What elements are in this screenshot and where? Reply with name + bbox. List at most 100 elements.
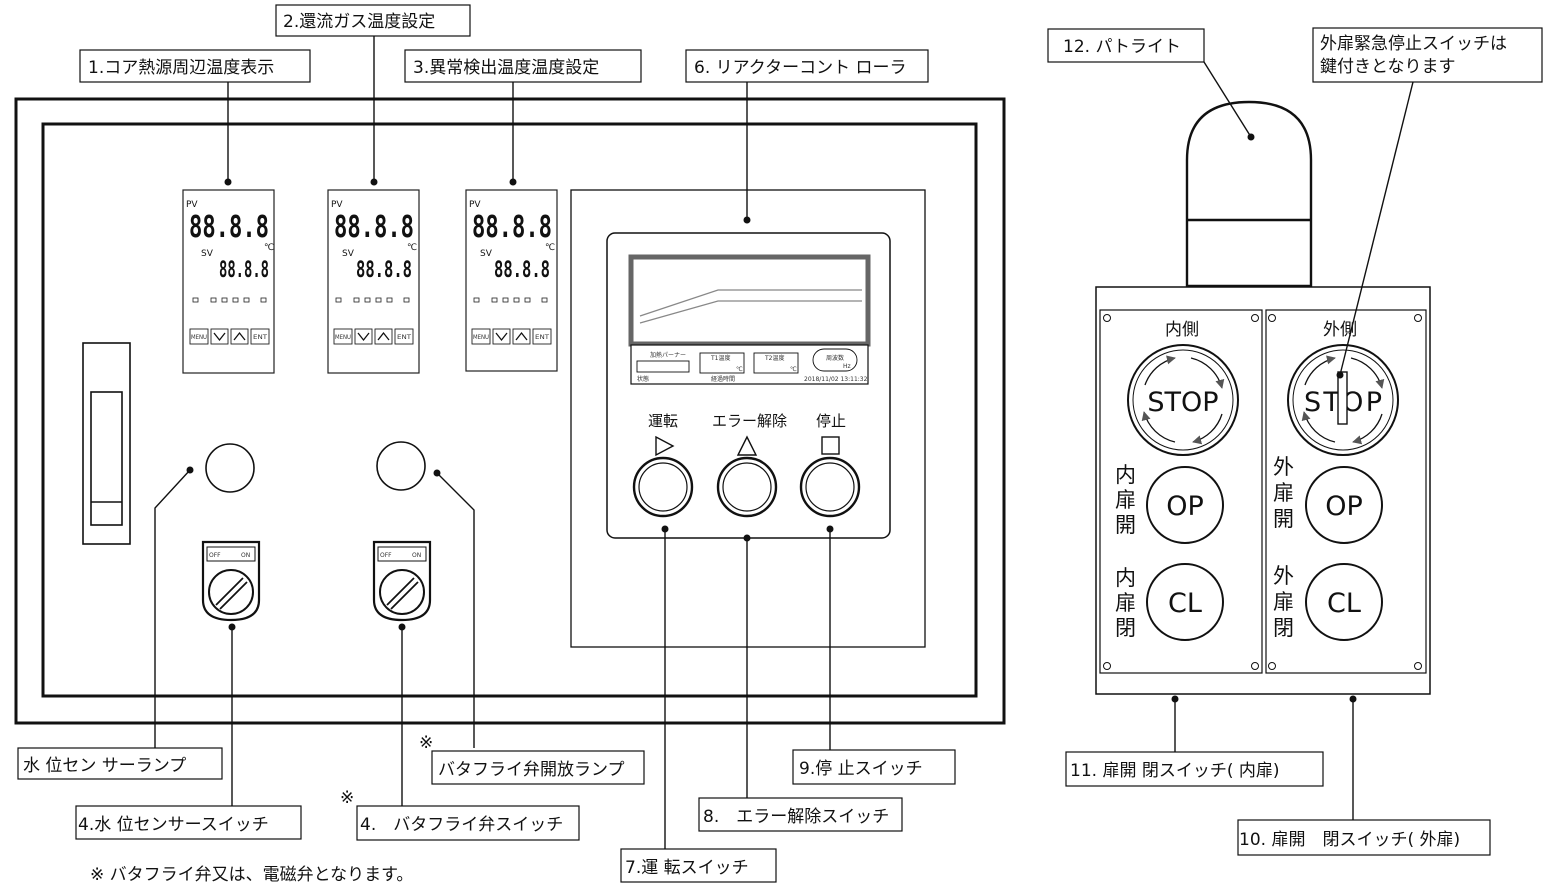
svg-text:閉: 閉 — [1273, 616, 1294, 640]
svg-text:内: 内 — [1115, 463, 1136, 487]
svg-text:バタフライ弁開放ランプ: バタフライ弁開放ランプ — [438, 760, 625, 780]
pv-label: PV — [331, 200, 343, 210]
indicator-leds — [335, 297, 410, 303]
svg-text:水 位セン サーランプ: 水 位セン サーランプ — [23, 756, 186, 776]
inner-open-label: 内 扉 開 — [1115, 463, 1136, 537]
unit-label: ℃ — [545, 243, 555, 253]
stop-button[interactable] — [799, 456, 861, 518]
ent-key-label: ENT — [253, 334, 267, 341]
reactor-screen — [628, 254, 871, 347]
callout-9: 9.停 止スイッチ — [792, 749, 956, 785]
elapsed-label: 経過時間 — [711, 375, 735, 383]
sv-display: 88.8.8 — [356, 258, 412, 283]
menu-key[interactable] — [471, 328, 491, 345]
sv-display: 88.8.8 — [219, 258, 269, 283]
key-slot-icon — [1337, 371, 1348, 425]
t1-field — [699, 352, 745, 374]
svg-text:7.運 転スイッチ: 7.運 転スイッチ — [625, 858, 749, 878]
op-text: OP — [1325, 491, 1363, 522]
svg-text:開: 開 — [1115, 513, 1136, 537]
play-icon — [655, 435, 675, 457]
callout-water-switch: 4.水 位センサースイッチ — [75, 805, 302, 840]
svg-text:内: 内 — [1115, 566, 1136, 590]
inner-close-label: 内 扉 閉 — [1115, 566, 1136, 640]
svg-text:外: 外 — [1273, 455, 1294, 479]
stop-label: 停止 — [816, 412, 846, 430]
heater-label: 加熱パーナー — [650, 351, 686, 359]
callout-11: 11. 扉開 閉スイッチ( 内扉) — [1065, 751, 1324, 787]
chevron-up-icon — [515, 331, 528, 341]
up-key[interactable] — [512, 328, 531, 345]
butterfly-valve-switch[interactable]: OFF ON — [372, 540, 432, 622]
cabinet-outer-frame — [14, 97, 1006, 725]
ent-key-label: ENT — [535, 334, 549, 341]
pv-display: 88.8.8 — [189, 210, 269, 245]
temp-controller-3: PV 88.8.8 ℃ SV 88.8.8 MENU ENT — [465, 189, 558, 372]
inner-emergency-stop-button[interactable]: STOP — [1127, 344, 1239, 456]
water-level-gauge — [82, 342, 131, 545]
ent-key[interactable] — [250, 328, 270, 345]
svg-text:閉: 閉 — [1115, 616, 1136, 640]
t1-unit: ℃ — [736, 366, 743, 373]
menu-key[interactable] — [333, 328, 353, 345]
sv-display: 88.8.8 — [494, 258, 550, 283]
inner-open-button[interactable]: OP — [1146, 466, 1224, 544]
pv-display: 88.8.8 — [334, 210, 414, 245]
water-sensor-lamp — [205, 443, 255, 493]
ent-key[interactable] — [394, 328, 414, 345]
timestamp: 2018/11/02 13:11:32 — [804, 376, 868, 383]
error-reset-button[interactable] — [716, 456, 778, 518]
ent-key-label: ENT — [397, 334, 411, 341]
outer-open-button[interactable]: OP — [1305, 466, 1383, 544]
callout-3: 3.異常検出温度温度設定 — [404, 49, 642, 83]
callout-2: 2.還流ガス温度設定 — [275, 4, 471, 37]
chevron-down-icon — [495, 332, 508, 342]
menu-key[interactable] — [189, 328, 209, 345]
water-sensor-switch[interactable]: OFF ON — [201, 540, 261, 622]
footnote: ※ バタフライ弁又は、電磁弁となります。 — [90, 865, 413, 885]
ent-key[interactable] — [532, 328, 552, 345]
pv-display: 88.8.8 — [472, 210, 552, 245]
outer-close-label: 外 扉 閉 — [1273, 564, 1294, 640]
freq-unit: Hz — [843, 363, 851, 370]
temp-controller-1: PV 88.8.8 ℃ SV 88.8.8 MENU ENT — [182, 189, 275, 374]
callout-8: 8. エラー解除スイッチ — [698, 797, 903, 832]
op-text: OP — [1166, 491, 1204, 522]
svg-text:扉: 扉 — [1273, 481, 1294, 505]
up-key[interactable] — [230, 328, 249, 345]
svg-text:6. リアクターコント ローラ: 6. リアクターコント ローラ — [694, 58, 907, 78]
key-row: MENU ENT — [333, 328, 414, 345]
callout-12: 12. パトライト — [1047, 28, 1205, 63]
outer-close-button[interactable]: CL — [1305, 563, 1383, 641]
inner-title: 内側 — [1165, 320, 1199, 340]
t1-label: T1温度 — [710, 354, 730, 362]
down-key[interactable] — [492, 328, 511, 345]
inner-close-button[interactable]: CL — [1146, 563, 1224, 641]
run-button[interactable] — [632, 456, 694, 518]
key-row: MENU ENT — [471, 328, 552, 345]
switch-off-label: OFF — [380, 552, 392, 559]
svg-text:9.停 止スイッチ: 9.停 止スイッチ — [799, 759, 923, 779]
svg-text:4.水 位センサースイッチ: 4.水 位センサースイッチ — [78, 815, 269, 835]
temp-controller-2: PV 88.8.8 ℃ SV 88.8.8 MENU ENT — [327, 189, 420, 374]
status-label: 状態 — [637, 375, 649, 383]
unit-label: ℃ — [264, 243, 274, 253]
leader-dots — [186, 133, 1357, 703]
freq-button[interactable] — [812, 348, 858, 372]
outer-emergency-stop-button[interactable]: STOP — [1287, 344, 1399, 456]
reactor-controller: 加熱パーナー 状態 T1温度 ℃ 経過時間 T2温度 ℃ 周波数 Hz 2018… — [570, 189, 926, 648]
sv-label: SV — [201, 249, 214, 259]
reactor-status-bar: 加熱パーナー 状態 T1温度 ℃ 経過時間 T2温度 ℃ 周波数 Hz 2018… — [630, 344, 869, 385]
svg-text:扉: 扉 — [1115, 488, 1136, 512]
svg-text:扉: 扉 — [1273, 590, 1294, 614]
sv-label: SV — [342, 249, 355, 259]
svg-text:10. 扉開 閉スイッチ( 外扉): 10. 扉開 閉スイッチ( 外扉) — [1239, 830, 1460, 850]
menu-key-label: MENU — [191, 334, 207, 341]
down-key[interactable] — [210, 328, 229, 345]
down-key[interactable] — [354, 328, 373, 345]
heater-indicator — [636, 360, 690, 373]
pv-label: PV — [469, 200, 481, 210]
svg-text:12. パトライト: 12. パトライト — [1063, 37, 1181, 57]
up-key[interactable] — [374, 328, 393, 345]
svg-text:4. バタフライ弁スイッチ: 4. バタフライ弁スイッチ — [360, 815, 563, 835]
